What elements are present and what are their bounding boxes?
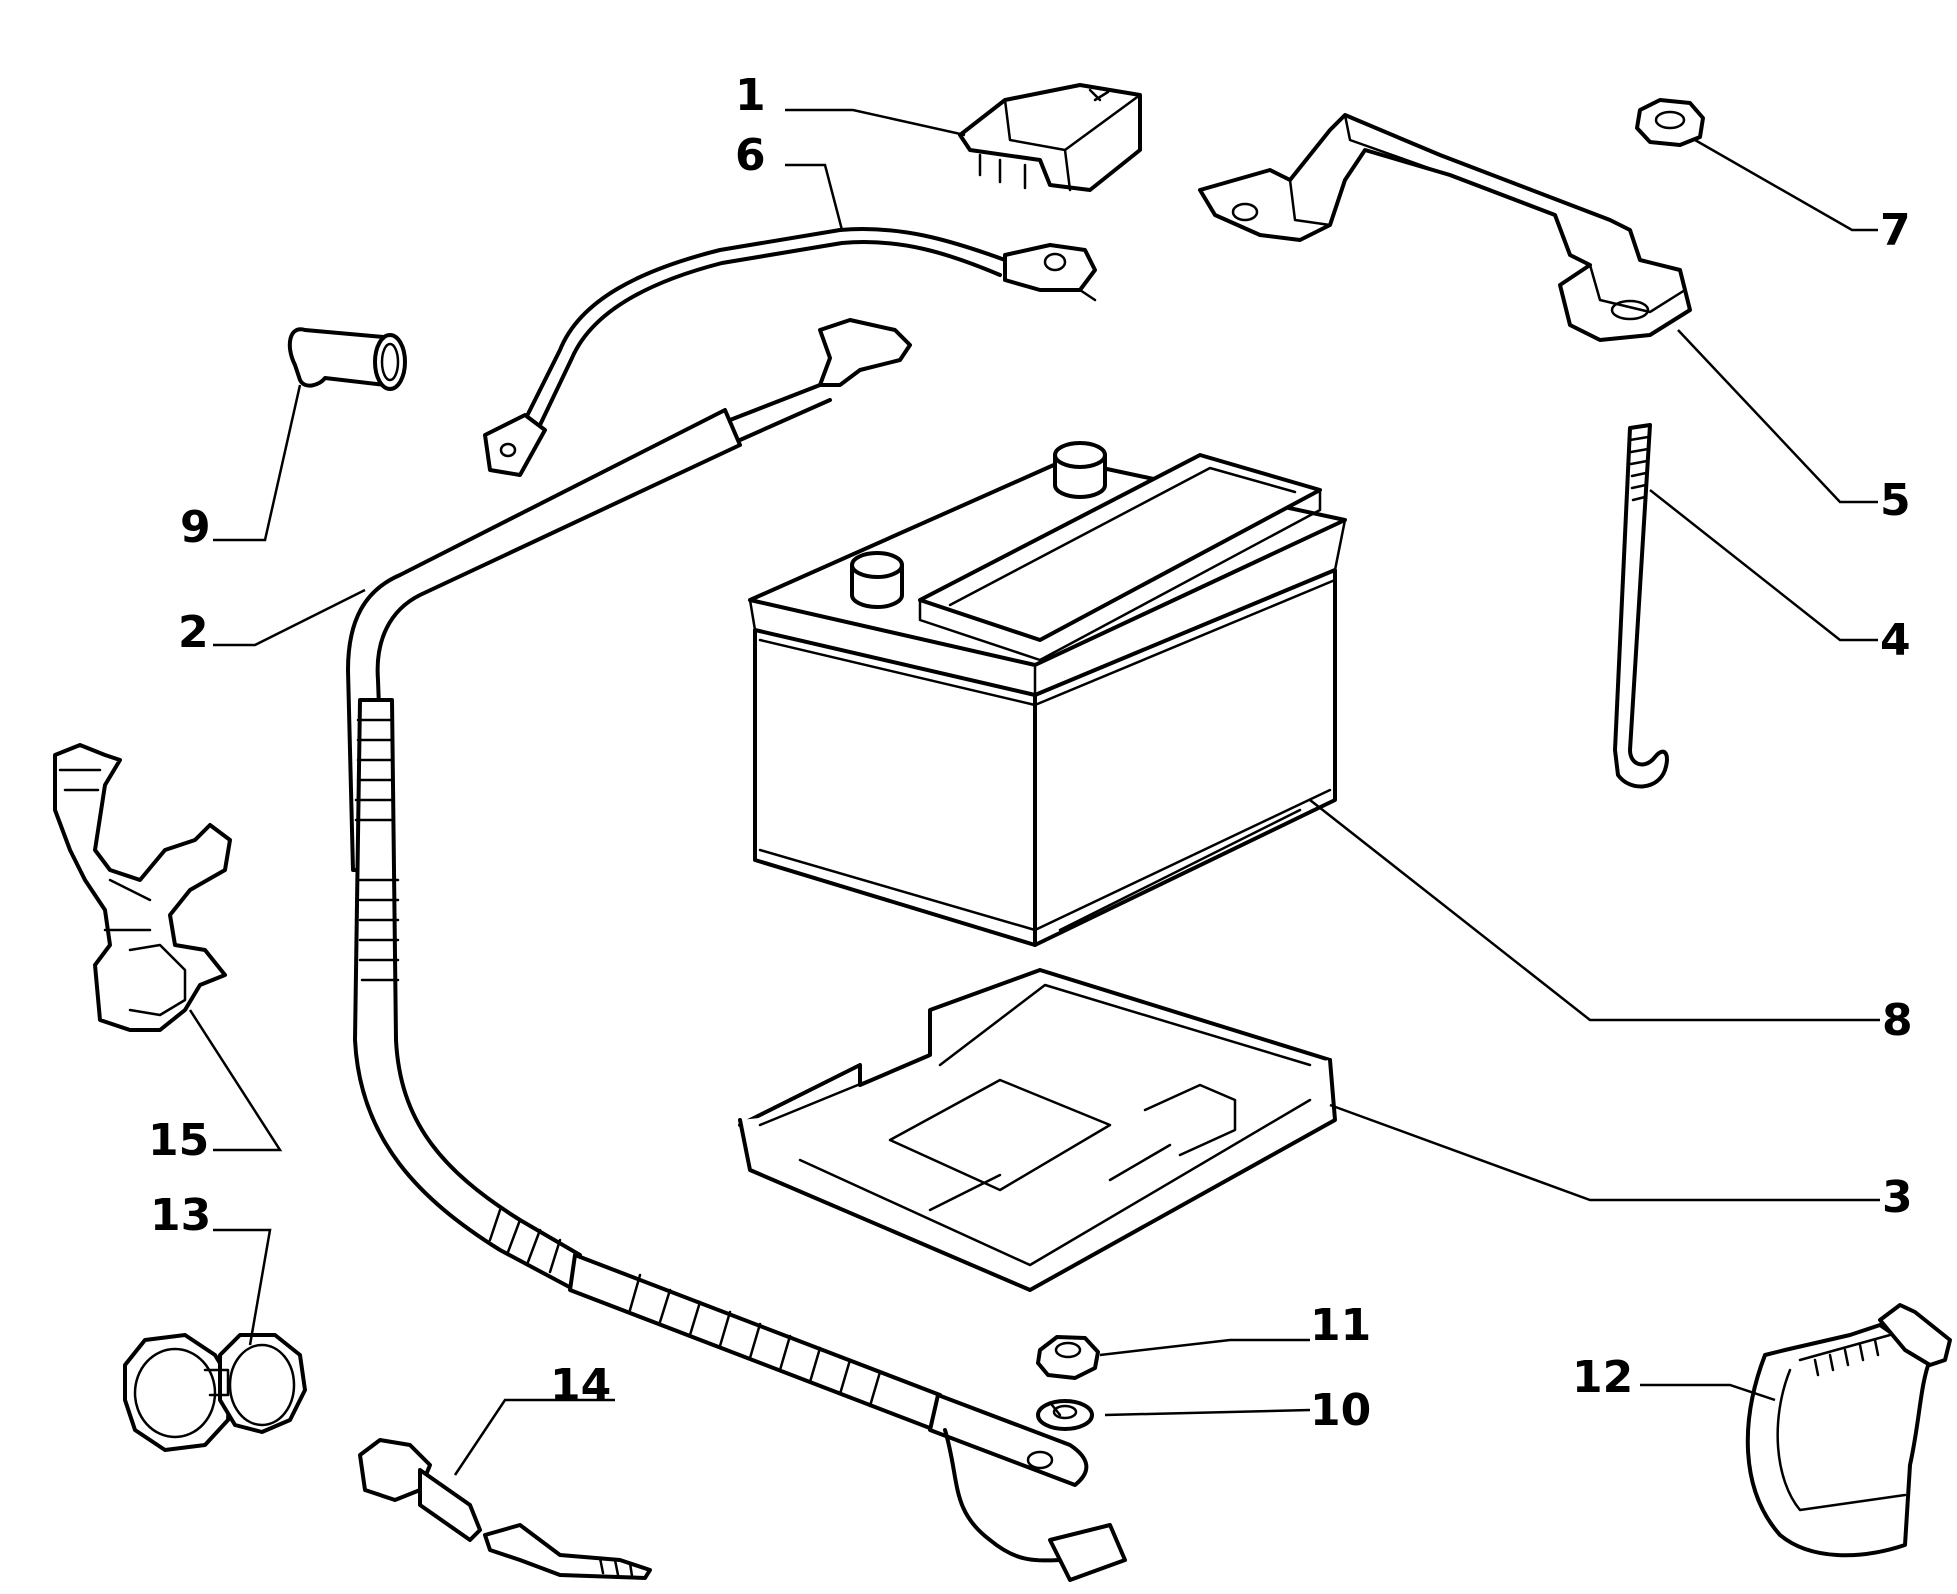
label-12: 12 <box>1572 1352 1633 1403</box>
part-hold-down-bracket <box>1198 113 1692 342</box>
part-j-bolt <box>1613 423 1669 789</box>
battery-terminal-negative <box>850 551 904 609</box>
label-2: 2 <box>178 607 209 658</box>
part-washer <box>1036 1399 1094 1431</box>
label-5: 5 <box>1880 475 1911 526</box>
label-8: 8 <box>1882 995 1913 1046</box>
leader-lines <box>188 108 1880 1476</box>
label-15: 15 <box>148 1115 209 1166</box>
label-10: 10 <box>1310 1385 1371 1436</box>
label-6: 6 <box>735 130 766 181</box>
battery-terminal-positive <box>1053 441 1107 499</box>
part-cable-holder <box>53 743 232 1032</box>
label-1: 1 <box>735 70 766 121</box>
label-3: 3 <box>1882 1172 1913 1223</box>
part-nut <box>1635 98 1705 147</box>
label-13: 13 <box>150 1190 211 1241</box>
part-positive-cable <box>483 227 1097 477</box>
part-battery-tray <box>738 968 1337 1292</box>
label-9: 9 <box>180 502 211 553</box>
part-negative-cable <box>346 318 1127 1582</box>
part-connector-lead <box>358 1438 652 1580</box>
part-battery <box>748 441 1347 947</box>
label-7: 7 <box>1880 205 1911 256</box>
part-labels: 1 6 7 5 4 8 3 9 2 15 13 14 11 10 12 <box>148 70 1913 1436</box>
part-nut-small <box>1036 1335 1100 1380</box>
label-4: 4 <box>1880 615 1911 666</box>
part-hose-clamp <box>1745 1303 1952 1558</box>
part-vent-elbow <box>287 327 407 391</box>
label-11: 11 <box>1310 1300 1371 1351</box>
part-terminal-cover <box>958 83 1142 192</box>
part-double-clip <box>123 1333 307 1452</box>
label-14: 14 <box>550 1360 611 1411</box>
